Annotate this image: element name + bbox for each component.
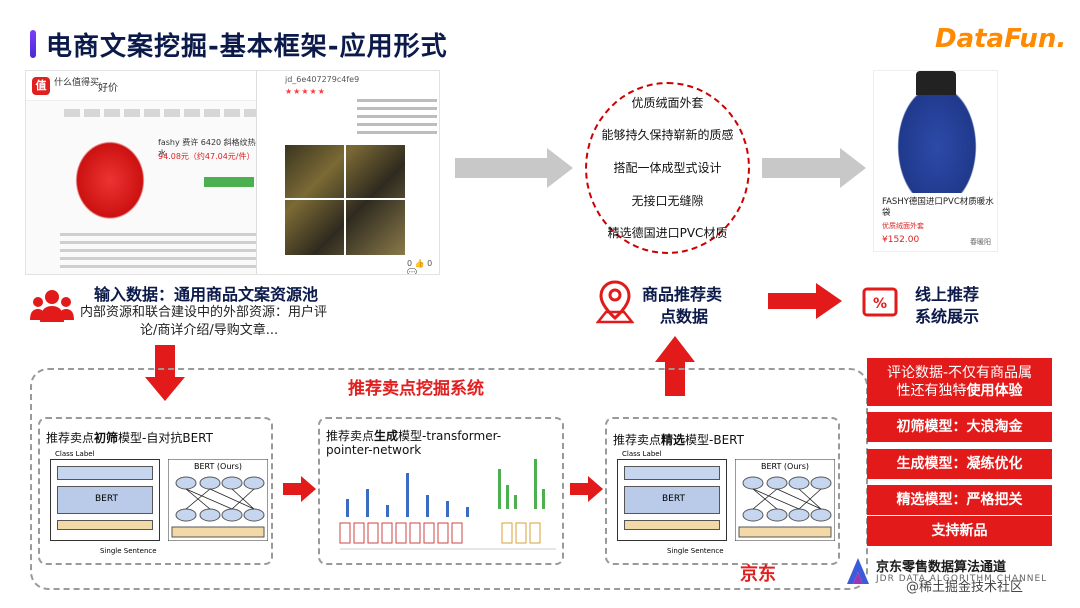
- jd-data-channel-subtitle: JDR DATA ALGORITHM CHANNEL: [876, 574, 1048, 584]
- arrow-right-red-icon: [570, 476, 603, 502]
- selling-point-item: 精选德国进口PVC材质: [607, 226, 728, 240]
- svg-text:BERT (Ours): BERT (Ours): [194, 462, 242, 471]
- coupon-percent-icon: %: [862, 287, 898, 317]
- review-stars-icon: ★★★★★: [285, 87, 326, 96]
- site-name: 什么值得买: [54, 78, 100, 88]
- bert-embedding-bar: [624, 466, 720, 480]
- collage-product-title: fashy 费许 6420 斜格纹热水: [158, 138, 256, 158]
- online-product-card: FASHY德国进口PVC材质暖水袋 优质绒面外套 ¥152.00 春暖阳: [873, 70, 998, 252]
- bert-token-bar: [624, 520, 720, 530]
- bert-ours-network: BERT (Ours): [735, 459, 835, 541]
- collage-site-header: 值 什么值得买 好价: [26, 71, 256, 101]
- comment-data-line1: 评论数据-不仅有商品属: [886, 365, 1033, 381]
- collage-buy-button: [204, 177, 254, 187]
- pointer-generator-diagram: [339, 459, 556, 550]
- input-data-title: 输入数据：通用商品文案资源池: [94, 285, 319, 304]
- screening-model-title: 推荐卖点初筛模型-自对抗BERT: [46, 431, 213, 445]
- review-photo-grid: [285, 145, 405, 255]
- svg-text:%: %: [873, 296, 887, 312]
- mining-system-title: 推荐卖点挖掘系统: [348, 379, 484, 399]
- selling-point-item: 无接口无缝隙: [631, 194, 704, 208]
- sellpoint-data-line1: 商品推荐卖: [642, 285, 723, 304]
- site-logo-icon: 值: [32, 77, 50, 95]
- online-display-line2: 系统展示: [915, 307, 980, 326]
- bert-token-bar: [57, 520, 153, 530]
- card-product-title: FASHY德国进口PVC材质暖水袋: [882, 197, 994, 218]
- bert-block: [57, 486, 153, 514]
- generation-model-box: 推荐卖点生成模型-transformer- pointer-network: [318, 417, 564, 565]
- selection-model-box: 推荐卖点精选模型-BERT Class Label BERT BERT (Our…: [605, 417, 840, 565]
- card-selling-point-tag: 优质绒面外套: [882, 222, 924, 230]
- jd-data-channel-name: 京东零售数据算法通道: [876, 560, 1007, 575]
- bert-diagram: Class Label BERT: [617, 450, 727, 541]
- bert-block: [624, 486, 720, 514]
- generation-model-title-line2: pointer-network: [326, 443, 422, 457]
- selling-point-item: 优质绒面外套: [631, 96, 704, 110]
- title-accent-bar: [30, 30, 36, 58]
- class-label-text: Class Label: [622, 450, 662, 458]
- screening-summary-box: 初筛模型：大浪淘金: [867, 412, 1052, 442]
- collage-description-text: [60, 233, 256, 273]
- collage-product-price: 94.08元（约47.04元/件）: [158, 152, 255, 161]
- comment-data-box: 评论数据-不仅有商品属 性还有独特使用体验: [867, 358, 1052, 406]
- datafun-logo: DataFun.: [935, 24, 1067, 54]
- arrow-right-gray-icon: [455, 148, 573, 188]
- selection-model-title: 推荐卖点精选模型-BERT: [613, 433, 744, 447]
- card-footer: 春暖阳: [970, 238, 991, 246]
- collage-review-panel: jd_6e407279c4fe9 ★★★★★ 0 👍 0 💬: [256, 71, 439, 275]
- mining-system-container: [30, 368, 868, 590]
- comment-data-line2: 性还有独特使用体验: [896, 383, 1023, 399]
- sellpoint-data-line2: 点数据: [660, 307, 709, 326]
- single-sentence-text: Single Sentence: [667, 547, 724, 555]
- juejin-watermark: @稀土掘金技术社区: [906, 580, 1024, 595]
- online-display-line1: 线上推荐: [915, 285, 980, 304]
- new-product-support-box: 支持新品: [867, 516, 1052, 546]
- source-screenshot-collage: 值 什么值得买 好价 fashy 费许 6420 斜格纹热水 94.08元（约4…: [25, 70, 440, 275]
- hot-water-bottle-red-image: [68, 133, 152, 219]
- bert-label: BERT: [662, 494, 685, 504]
- selling-point-item: 搭配一体成型式设计: [613, 161, 722, 175]
- arrow-right-red-icon: [283, 476, 316, 502]
- card-price: ¥152.00: [882, 235, 920, 245]
- bert-diagram: Class Label BERT: [50, 450, 160, 541]
- selling-point-item: 能够持久保持崭新的质感: [601, 128, 734, 142]
- generation-summary-box: 生成模型：凝练优化: [867, 449, 1052, 479]
- input-data-desc-line1: 内部资源和联合建设中的外部资源：用户评: [80, 305, 328, 320]
- review-user: jd_6e407279c4fe9: [285, 75, 360, 84]
- selection-summary-box: 精选模型：严格把关: [867, 485, 1052, 515]
- input-data-desc-line2: 论/商详介绍/导购文章...: [140, 323, 279, 338]
- screening-model-box: 推荐卖点初筛模型-自对抗BERT Class Label BERT BERT (…: [38, 417, 273, 565]
- generation-model-title: 推荐卖点生成模型-transformer-: [326, 429, 502, 443]
- bottle-cap-shape: [916, 71, 956, 95]
- arrow-right-red-icon: [768, 283, 842, 319]
- users-group-icon: [30, 290, 74, 322]
- arrow-right-gray-icon: [762, 148, 866, 188]
- class-label-text: Class Label: [55, 450, 95, 458]
- jd-data-channel-logo-icon: [847, 558, 869, 584]
- site-tab: 好价: [98, 83, 118, 94]
- review-text: [357, 99, 437, 135]
- map-location-icon: [596, 280, 634, 324]
- jd-logo: 京东: [740, 564, 776, 585]
- selling-points-oval: [585, 82, 750, 254]
- arrow-down-red-icon: [145, 345, 185, 401]
- single-sentence-text: Single Sentence: [100, 547, 157, 555]
- hot-water-bottle-blue-image: [892, 77, 982, 193]
- bert-label: BERT: [95, 494, 118, 504]
- bert-ours-network: BERT (Ours): [168, 459, 268, 541]
- page-title: 电商文案挖掘-基本框架-应用形式: [46, 32, 448, 62]
- review-footer: 0 👍 0 💬: [407, 259, 433, 275]
- svg-text:BERT (Ours): BERT (Ours): [761, 462, 809, 471]
- arrow-up-red-icon: [655, 336, 695, 396]
- breadcrumb-placeholder: [64, 109, 259, 117]
- bert-embedding-bar: [57, 466, 153, 480]
